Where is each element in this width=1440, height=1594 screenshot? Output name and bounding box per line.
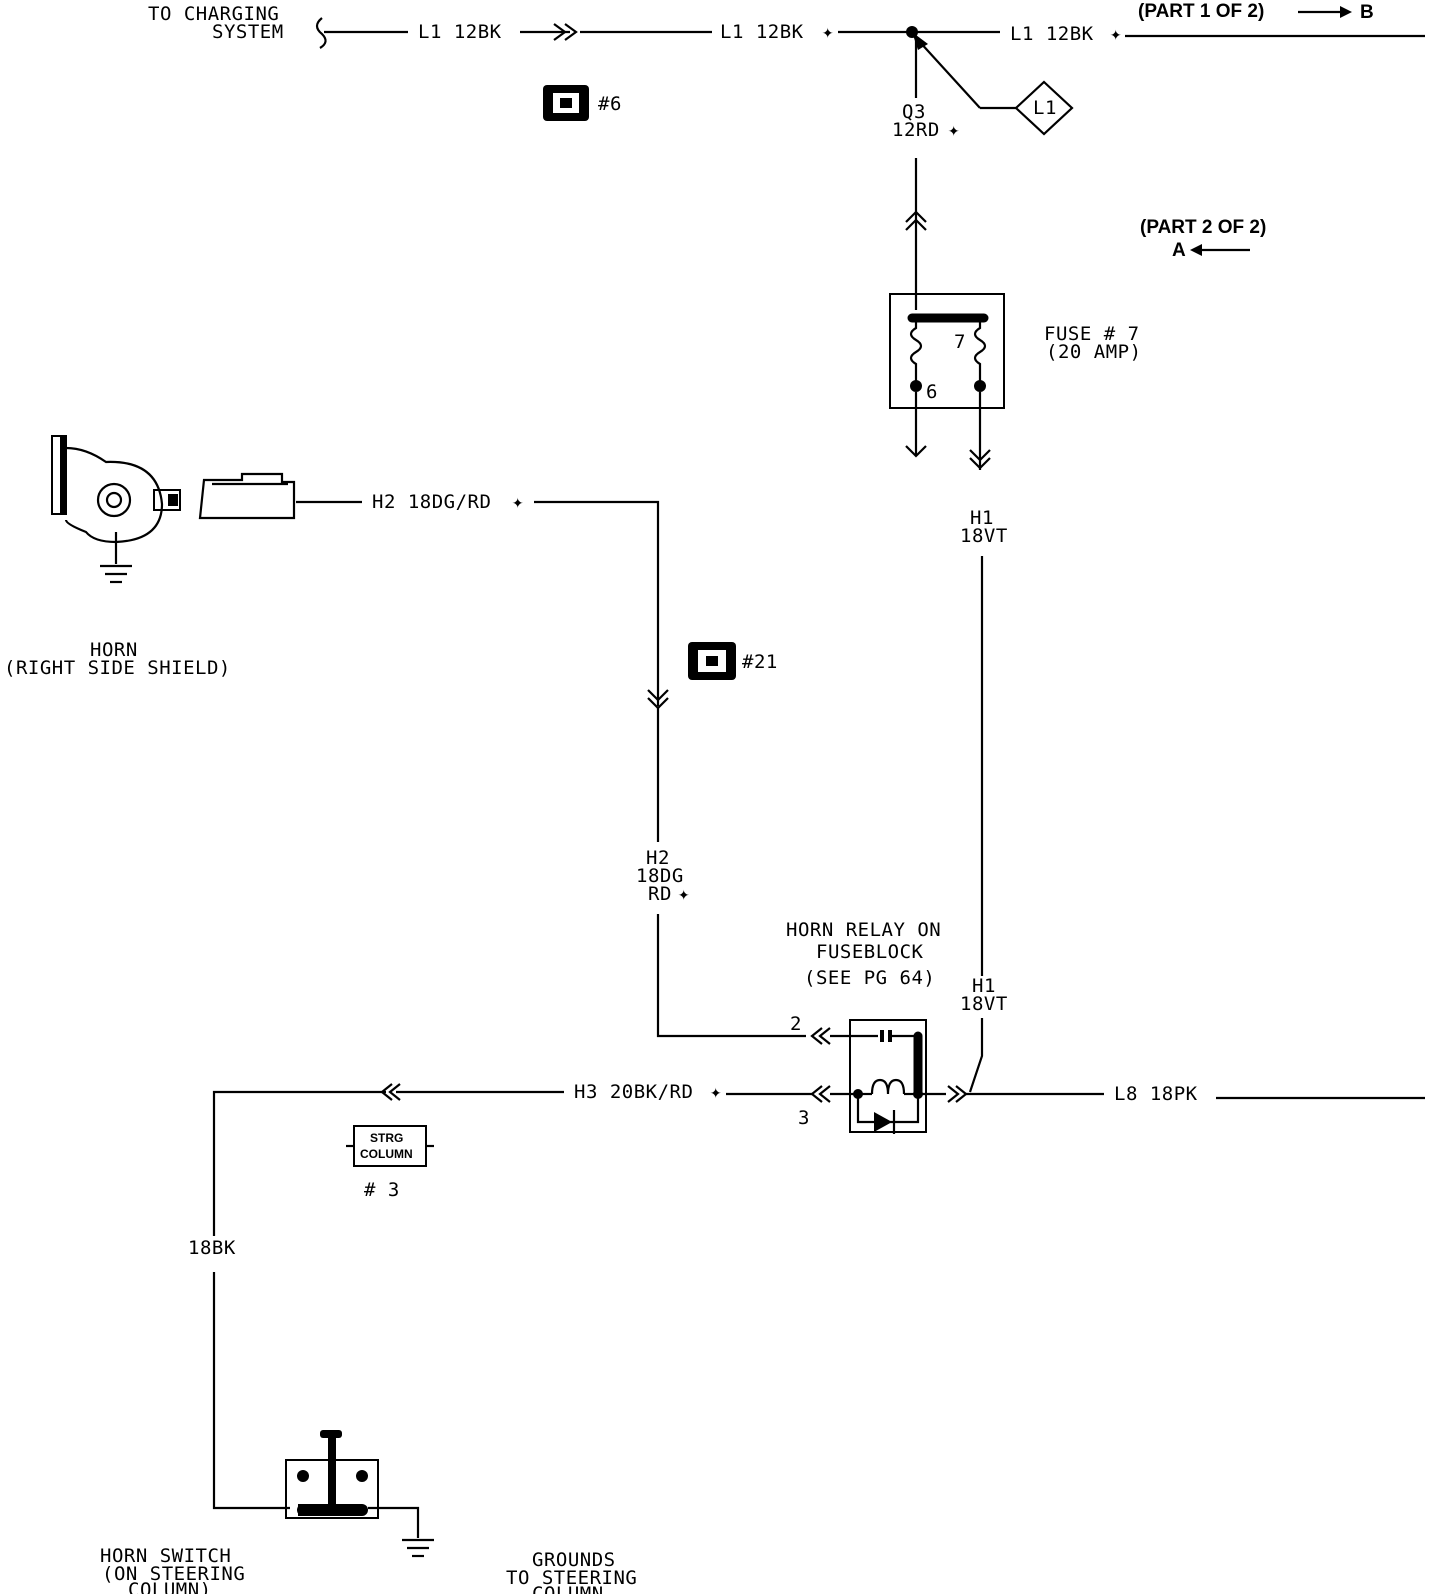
switch-ground-icon bbox=[368, 1506, 434, 1558]
fuse-out-7-connector bbox=[969, 392, 991, 470]
grounds-label-2: TO STEERING bbox=[506, 1567, 637, 1589]
h2-wire-b bbox=[534, 500, 660, 706]
relay-label-1: HORN RELAY ON bbox=[786, 919, 941, 941]
h3-star: ✦ bbox=[710, 1081, 722, 1103]
l1-feed-wire bbox=[315, 17, 1425, 49]
h3-connector bbox=[380, 1083, 401, 1101]
connector-21-icon bbox=[688, 642, 736, 680]
relay-label-2: FUSEBLOCK bbox=[816, 941, 924, 963]
h2-vert-star: ✦ bbox=[678, 883, 690, 905]
horn-label-1: HORN bbox=[90, 639, 138, 661]
relay-pin3-connector bbox=[810, 1085, 831, 1103]
charging-label-1: TO CHARGING bbox=[148, 3, 279, 25]
grounds-label-1: GROUNDS bbox=[532, 1549, 616, 1571]
splice-star-c: ✦ bbox=[1110, 23, 1122, 45]
part2-arrow-icon bbox=[1190, 244, 1250, 256]
h2-wire-d bbox=[656, 914, 806, 1038]
connector-6-label: #6 bbox=[598, 93, 622, 115]
horn-ground-icon bbox=[100, 532, 132, 584]
h1-bot-label-2: 18VT bbox=[960, 993, 1008, 1015]
strg-ref: # 3 bbox=[364, 1179, 400, 1201]
splice-ref-diamond-icon bbox=[912, 32, 1074, 136]
h1-top-label-1: H1 bbox=[970, 507, 994, 529]
h1-wire-to-relay bbox=[968, 1018, 984, 1093]
part2-ref: A bbox=[1172, 240, 1186, 261]
relay-right-connector bbox=[947, 1085, 968, 1103]
horn-plug-connector-icon bbox=[198, 472, 296, 520]
connector-6-icon bbox=[543, 85, 589, 121]
h3-wire-label: H3 20BK/RD bbox=[574, 1081, 693, 1103]
relay-label-3: (SEE PG 64) bbox=[804, 967, 935, 989]
fuse-label-2: (20 AMP) bbox=[1046, 341, 1142, 363]
q3-star: ✦ bbox=[948, 119, 960, 141]
h2-wire-label: H2 18DG/RD bbox=[372, 491, 491, 513]
horn-relay-icon bbox=[830, 1019, 927, 1134]
horn-icon bbox=[51, 435, 181, 544]
relay-pin-2: 2 bbox=[790, 1013, 802, 1035]
h1-bot-label-1: H1 bbox=[972, 975, 996, 997]
h3-wire-b bbox=[212, 1090, 564, 1236]
bk-wire-label: 18BK bbox=[188, 1237, 236, 1259]
relay-pin2-connector bbox=[810, 1027, 831, 1045]
l1-wire-label-a: L1 12BK bbox=[418, 21, 502, 43]
h2-star: ✦ bbox=[512, 491, 524, 513]
connector-21-label: #21 bbox=[742, 651, 778, 673]
charging-label-2: SYSTEM bbox=[212, 21, 284, 43]
part2-label: (PART 2 OF 2) bbox=[1140, 217, 1266, 238]
h2-vert-label-2: 18DG bbox=[636, 865, 684, 887]
fuse-pin-6: 6 bbox=[926, 381, 938, 403]
part1-label: (PART 1 OF 2) bbox=[1138, 1, 1264, 22]
strg-column-connector-icon bbox=[346, 1125, 434, 1167]
q3-label-2: 12RD bbox=[892, 119, 940, 141]
fuse-out-6-arrow bbox=[905, 392, 927, 458]
q3-label-1: Q3 bbox=[902, 101, 926, 123]
l8-wire-label: L8 18PK bbox=[1114, 1083, 1198, 1105]
part1-arrow-icon bbox=[1298, 6, 1352, 18]
strg-label-2: COLUMN bbox=[360, 1147, 413, 1161]
switch-label-2: (ON STEERING bbox=[102, 1563, 245, 1585]
fuse-label-1: FUSE # 7 bbox=[1044, 323, 1140, 345]
switch-label-1: HORN SWITCH bbox=[100, 1545, 231, 1567]
inline-connector-l1 bbox=[553, 23, 578, 41]
part1-ref: B bbox=[1360, 2, 1374, 23]
l1-wire-label-c: L1 12BK bbox=[1010, 23, 1094, 45]
l1-wire-label-b: L1 12BK bbox=[720, 21, 804, 43]
h1-top-label-2: 18VT bbox=[960, 525, 1008, 547]
relay-pin-3: 3 bbox=[798, 1107, 810, 1129]
splice-star-b: ✦ bbox=[822, 21, 834, 43]
h2-vert-label-3: RD bbox=[648, 883, 672, 905]
bk-wire bbox=[212, 1272, 290, 1510]
fuse-7-block bbox=[889, 293, 1005, 409]
horn-label-2: (RIGHT SIDE SHIELD) bbox=[4, 657, 231, 679]
grounds-label-3: COLUMN bbox=[532, 1583, 604, 1594]
strg-label-1: STRG bbox=[370, 1131, 403, 1145]
q3-connector bbox=[905, 210, 927, 231]
switch-label-3: COLUMN) bbox=[128, 1579, 212, 1594]
h2-vert-label-1: H2 bbox=[646, 847, 670, 869]
horn-switch-icon bbox=[285, 1430, 379, 1519]
splice-ref-label: L1 bbox=[1033, 97, 1057, 119]
fuse-pin-7: 7 bbox=[954, 331, 966, 353]
